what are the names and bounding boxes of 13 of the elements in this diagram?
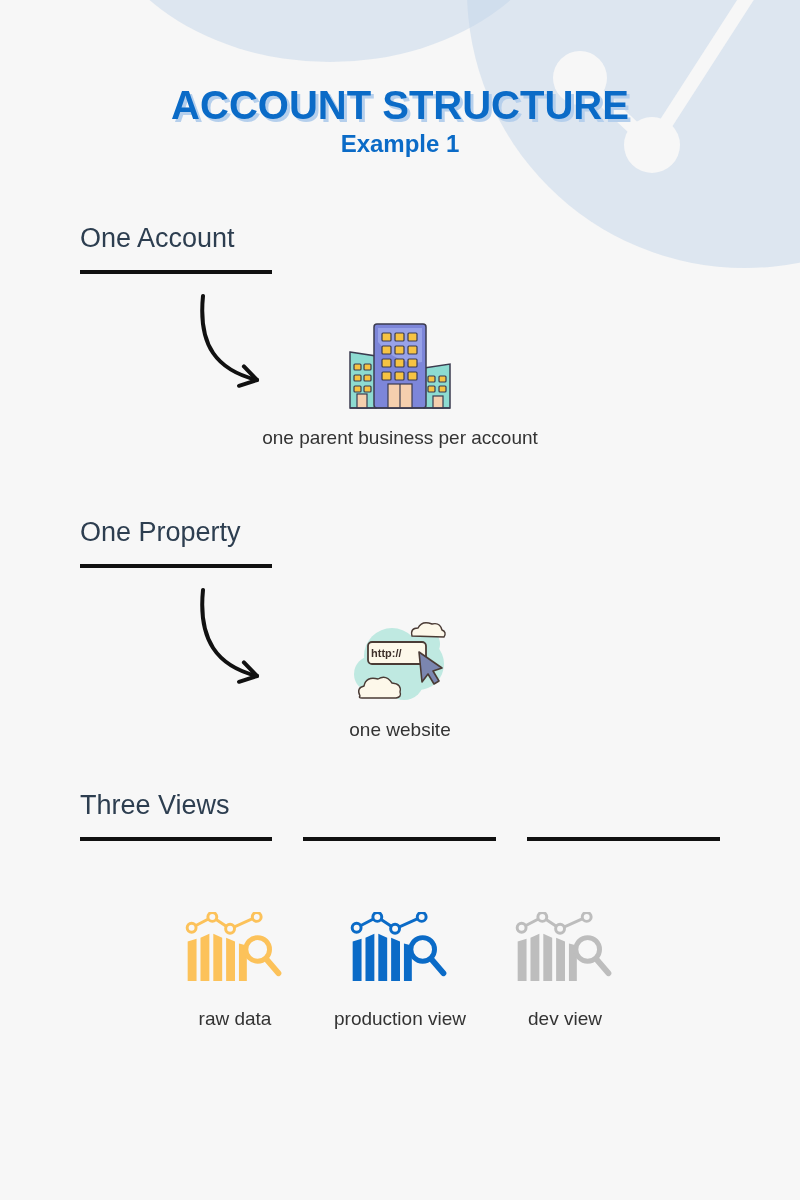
node-label: production view — [334, 1007, 466, 1031]
node-label: raw data — [198, 1007, 272, 1031]
node-label: one parent business per account — [262, 426, 538, 450]
section-heading: One Account — [80, 222, 236, 255]
title: ACCOUNT STRUCTURE — [170, 82, 630, 129]
subtitle: Example 1 — [339, 129, 461, 159]
section-heading: Three Views — [80, 789, 231, 822]
section-heading: One Property — [80, 516, 242, 549]
url-text: http:// — [371, 646, 402, 661]
curved-arrow — [200, 588, 259, 684]
node-label: dev view — [528, 1007, 602, 1031]
node-label: one website — [349, 718, 451, 742]
curved-arrow — [200, 294, 259, 388]
